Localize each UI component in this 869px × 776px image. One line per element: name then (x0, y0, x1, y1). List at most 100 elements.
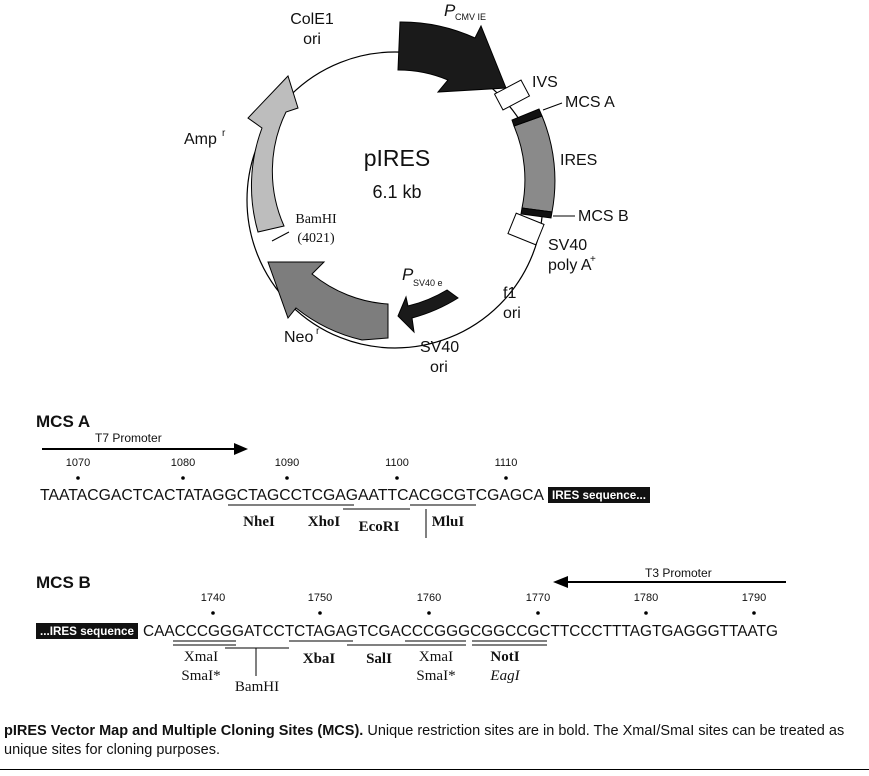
bamhi-site-tick (271, 231, 290, 242)
tick-dot (504, 476, 508, 480)
mcs-a-leader (542, 102, 563, 111)
mcs-a-tick-dots (76, 476, 508, 480)
tick-dot (395, 476, 399, 480)
tick-dot (427, 611, 431, 615)
f1-label-1: f1 (503, 285, 516, 302)
mcs-b-title: MCS B (36, 573, 91, 592)
sv40-polya-box (507, 212, 545, 246)
tick-dot (76, 476, 80, 480)
mcs-b-tick-1770: 1770 (526, 592, 550, 604)
tick-dot (211, 611, 215, 615)
enzyme-smai-1: SmaI* (181, 668, 220, 684)
enzyme-xhoi: XhoI (308, 514, 341, 530)
mcs-a-tick-1080: 1080 (171, 457, 195, 469)
mcs-a-section: MCS A T7 Promoter 1070 1080 1090 1100 11… (36, 412, 650, 538)
cole1-label-2: ori (303, 31, 321, 48)
seq-b-xmai-2: CCGGG (412, 623, 470, 640)
plasmid-name: pIRES (364, 145, 430, 171)
mcs-b-tick-1780: 1780 (634, 592, 658, 604)
sv40e-label-sub: SV40 e (413, 278, 443, 288)
seq-a-xhoi: CTCGAG (291, 487, 358, 504)
mcs-b-ires-box (36, 623, 138, 639)
seq-b-xmai-1: CCCGGG (175, 623, 244, 640)
seq-b-xbai: TCTAGA (285, 623, 347, 640)
enzyme-ecori: EcoRI (359, 519, 400, 535)
neo-label-sup: r (316, 326, 320, 337)
ivs-label: IVS (532, 74, 558, 91)
enzyme-bamhi: BamHI (235, 679, 279, 695)
mcs-b-label: MCS B (578, 208, 629, 225)
ires-label: IRES (560, 152, 597, 169)
tick-dot (644, 611, 648, 615)
t7-promoter-arrowhead (234, 443, 248, 455)
enzyme-sali: SalI (366, 651, 392, 667)
seq-a-1: TAATACGACTCACTATAG (40, 487, 225, 504)
seq-b-sali: GTCGAC (346, 623, 412, 640)
f1-label-2: ori (503, 305, 521, 322)
mcs-b-tick-dots (211, 611, 756, 615)
sv40ori-label-1: SV40 (420, 339, 459, 356)
t3-promoter-arrowhead (553, 576, 568, 588)
mcs-b-tick-1740: 1740 (201, 592, 225, 604)
mcs-a-label: MCS A (565, 94, 615, 111)
enzyme-xmai-1: XmaI (184, 649, 218, 665)
sv40ori-label-2: ori (430, 359, 448, 376)
sv40-polya-label-2: poly A (548, 257, 592, 274)
tick-dot (752, 611, 756, 615)
mcs-a-tick-1110: 1110 (495, 457, 518, 469)
cmv-label-sub: CMV IE (455, 12, 486, 22)
sv40-promoter-arrow (397, 289, 459, 334)
plasmid-size: 6.1 kb (372, 182, 421, 202)
enzyme-xmai-2: XmaI (419, 649, 453, 665)
mcs-a-bar (511, 108, 543, 127)
enzyme-eagi: EagI (489, 668, 520, 684)
enzyme-smai-2: SmaI* (416, 668, 455, 684)
caption-title: pIRES Vector Map and Multiple Cloning Si… (4, 723, 364, 739)
bamhi-map-label: BamHI (295, 212, 337, 227)
enzyme-noti: NotI (490, 649, 519, 665)
tick-dot (536, 611, 540, 615)
sv40e-label-p: P (402, 265, 414, 284)
amp-label: Amp (184, 131, 217, 148)
seq-b-1: CAA (143, 623, 175, 640)
caption-text: Unique restriction sites are in bold. Th… (4, 723, 845, 758)
mcs-b-section: MCS B T3 Promoter 1740 1750 1760 1770 17… (36, 566, 786, 695)
mcs-b-bar (520, 207, 553, 219)
neo-arrow (267, 261, 389, 341)
mcs-a-ires-box-text: IRES sequence... (552, 488, 646, 502)
tick-dot (181, 476, 185, 480)
bottom-rule (0, 769, 869, 770)
map-labels: pIRES 6.1 kb P CMV IE IVS MCS A IRES MCS… (184, 1, 629, 376)
tick-dot (285, 476, 289, 480)
mcs-a-sequence: TAATACGACTCACTATAGGCTAGCCTCGAGAATTCACGCG… (40, 487, 544, 504)
figure-caption: pIRES Vector Map and Multiple Cloning Si… (4, 722, 866, 760)
seq-b-bamhi: ATCC (244, 623, 285, 640)
plasmid-map (246, 21, 556, 349)
ires-block (513, 115, 556, 213)
enzyme-mlui: MluI (432, 514, 465, 530)
cmv-promoter-arrow (397, 21, 507, 93)
seq-b-8: TTCCCTTTAGTGAGGGTTAATG (550, 623, 778, 640)
t3-promoter-label: T3 Promoter (645, 566, 712, 580)
seq-a-nhei: GCTAGC (225, 487, 291, 504)
seq-a-6: CGAGCA (476, 487, 545, 504)
mcs-b-tick-1790: 1790 (742, 592, 766, 604)
bamhi-map-pos: (4021) (297, 231, 335, 246)
sv40-polya-label-sup: + (590, 254, 596, 265)
enzyme-nhei: NheI (243, 514, 275, 530)
mcs-a-title: MCS A (36, 412, 90, 431)
mcs-a-ires-box (548, 487, 650, 503)
mcs-b-sequence: CAACCCGGGATCCTCTAGAGTCGACCCGGGCGGCCGCTTC… (143, 623, 778, 640)
tick-dot (318, 611, 322, 615)
mcs-a-tick-1070: 1070 (66, 457, 90, 469)
mcs-b-tick-1760: 1760 (417, 592, 441, 604)
mcs-b-tick-1750: 1750 (308, 592, 332, 604)
seq-a-ecori: AATTC (358, 487, 408, 504)
seq-a-mlui: ACGCGT (408, 487, 476, 504)
sv40-polya-label-1: SV40 (548, 237, 587, 254)
ivs-box (493, 79, 531, 111)
cmv-label-p: P (444, 1, 456, 20)
mcs-a-tick-1090: 1090 (275, 457, 299, 469)
cole1-label-1: ColE1 (290, 11, 334, 28)
